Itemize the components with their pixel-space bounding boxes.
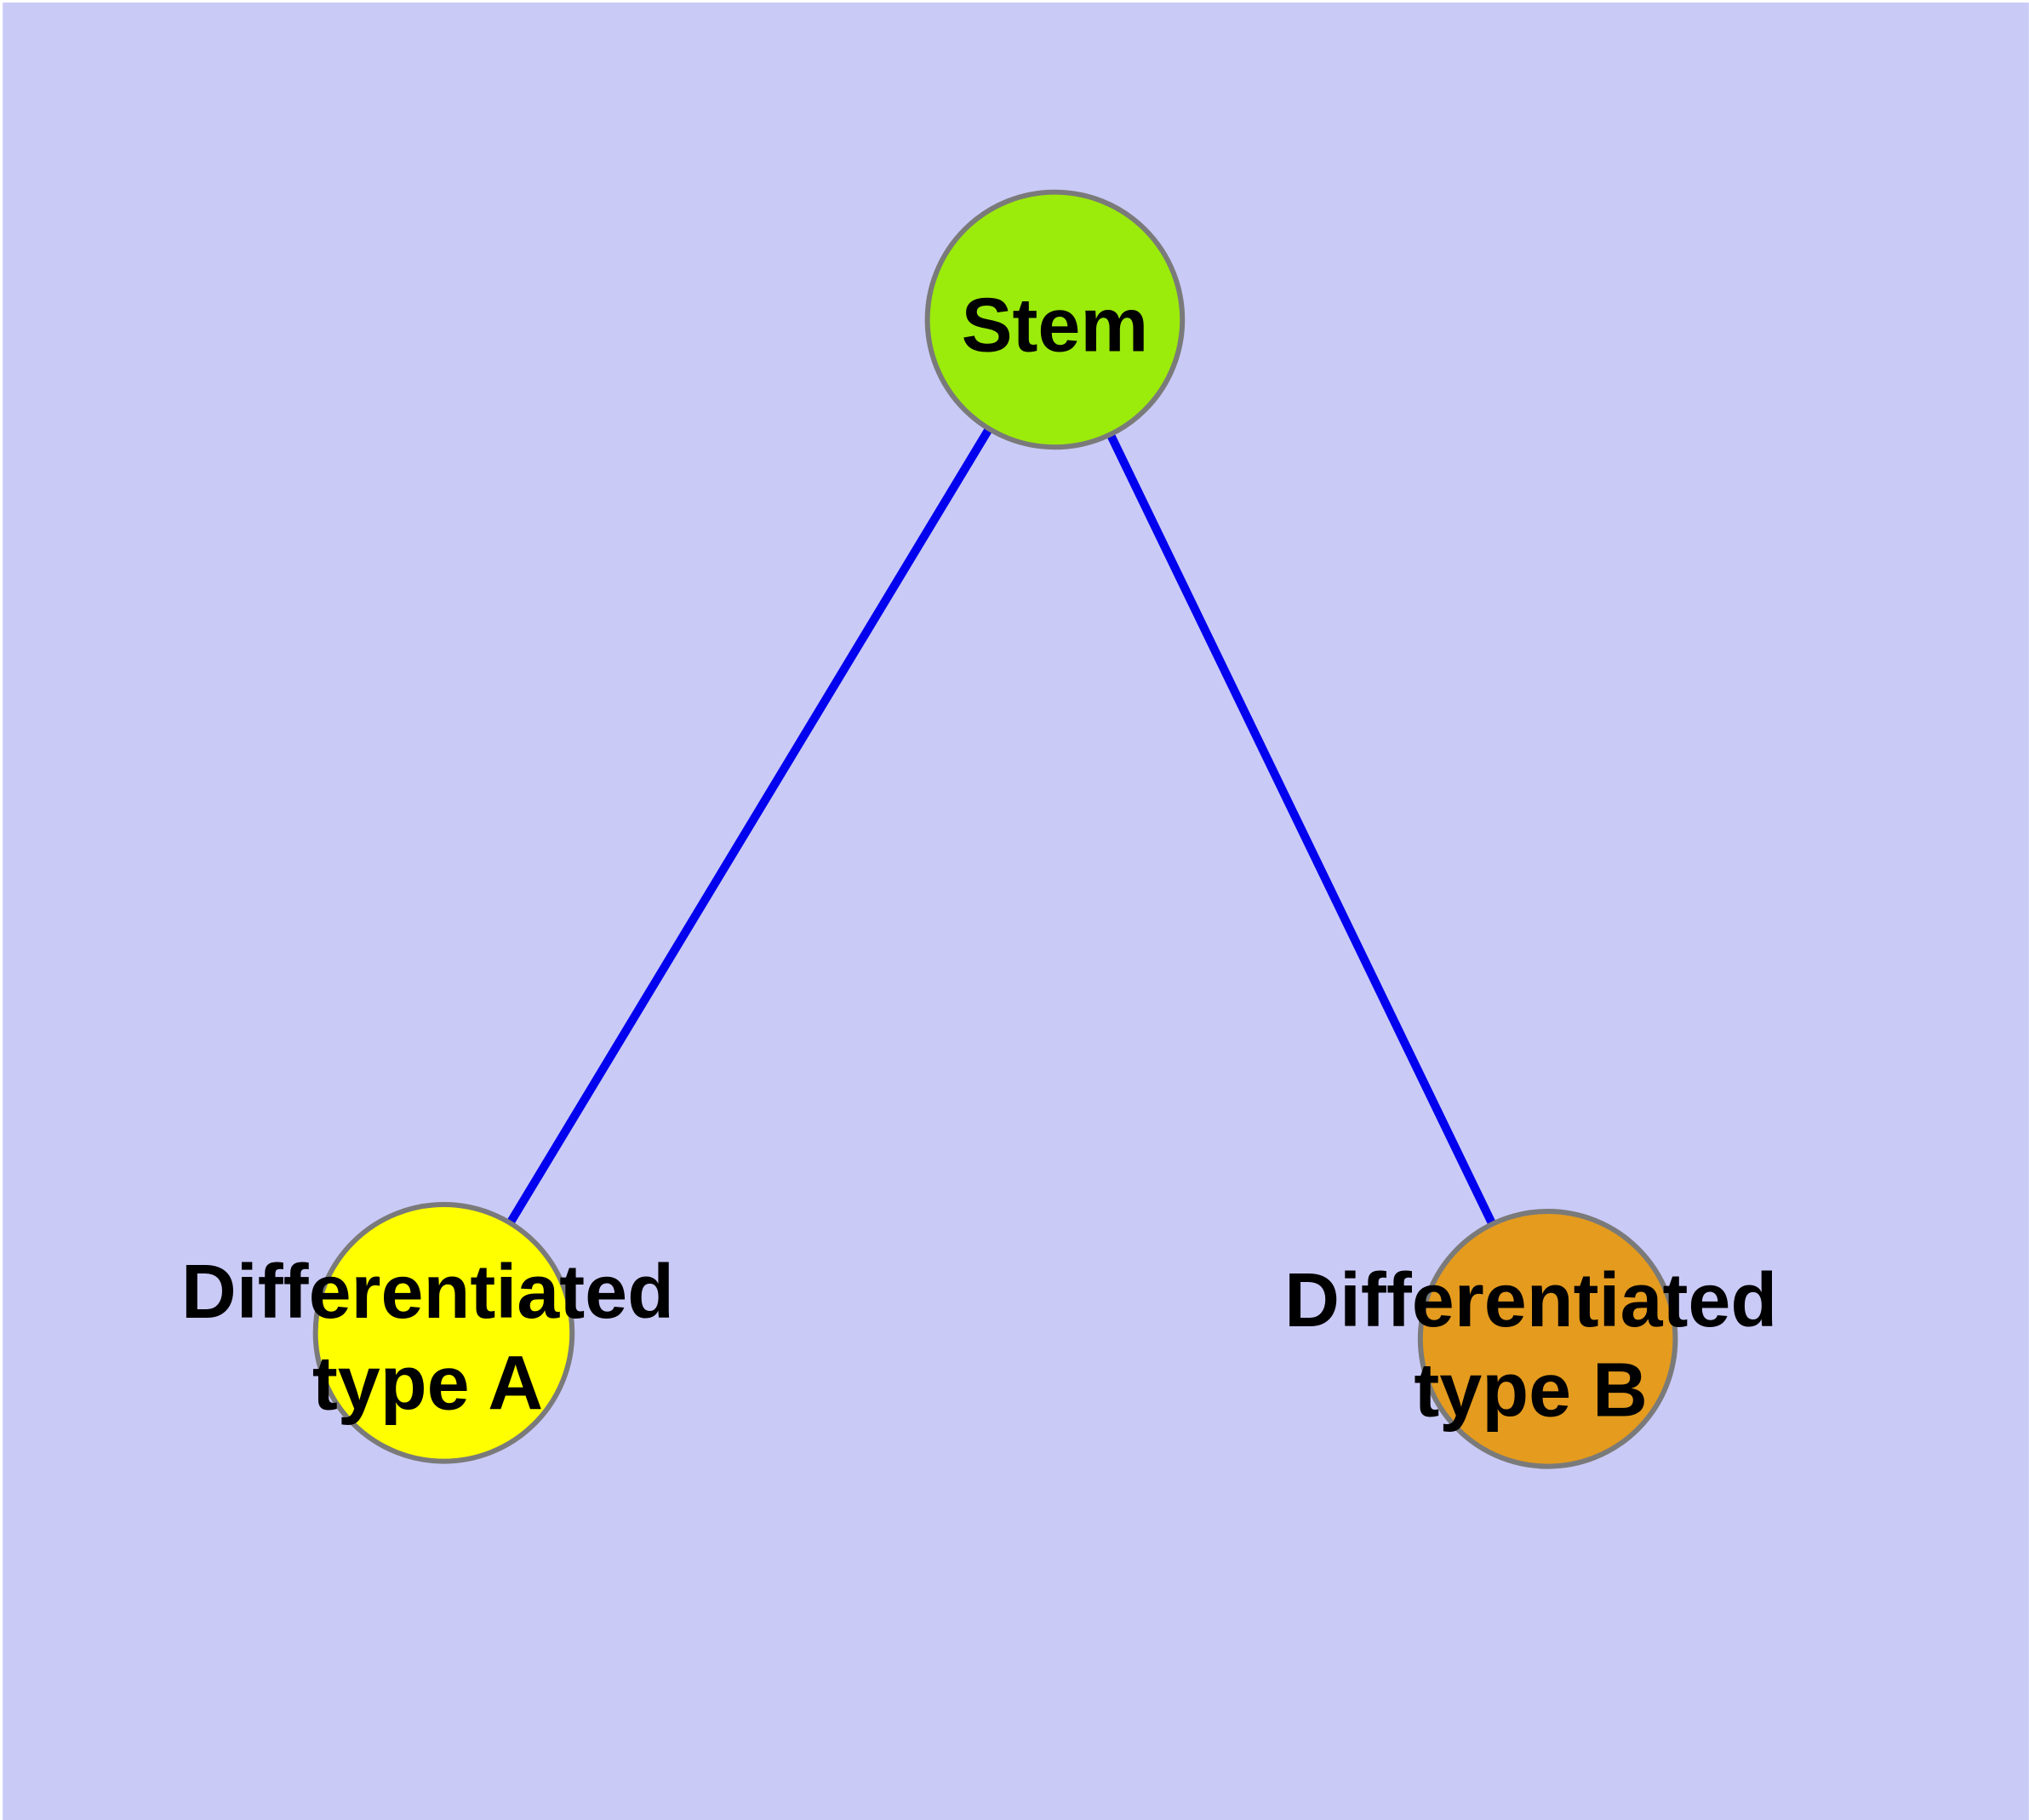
node-type-b-label-line-2: type B <box>1414 1348 1648 1434</box>
diagram-canvas: Stem Differentiated type A Differentiate… <box>3 3 2029 1820</box>
node-type-a-label-line-1: Differentiated <box>181 1250 674 1335</box>
node-type-b-label-line-1: Differentiated <box>1284 1258 1777 1343</box>
node-type-b-circle <box>1417 1209 1678 1469</box>
edge-stem-to-type-a <box>440 317 1059 1336</box>
edge-stem-to-type-b <box>1050 318 1552 1341</box>
node-type-a-circle <box>312 1202 575 1464</box>
node-stem-circle <box>924 189 1186 450</box>
node-stem-label: Stem <box>962 283 1149 368</box>
node-type-a-label-line-2: type A <box>312 1342 543 1427</box>
